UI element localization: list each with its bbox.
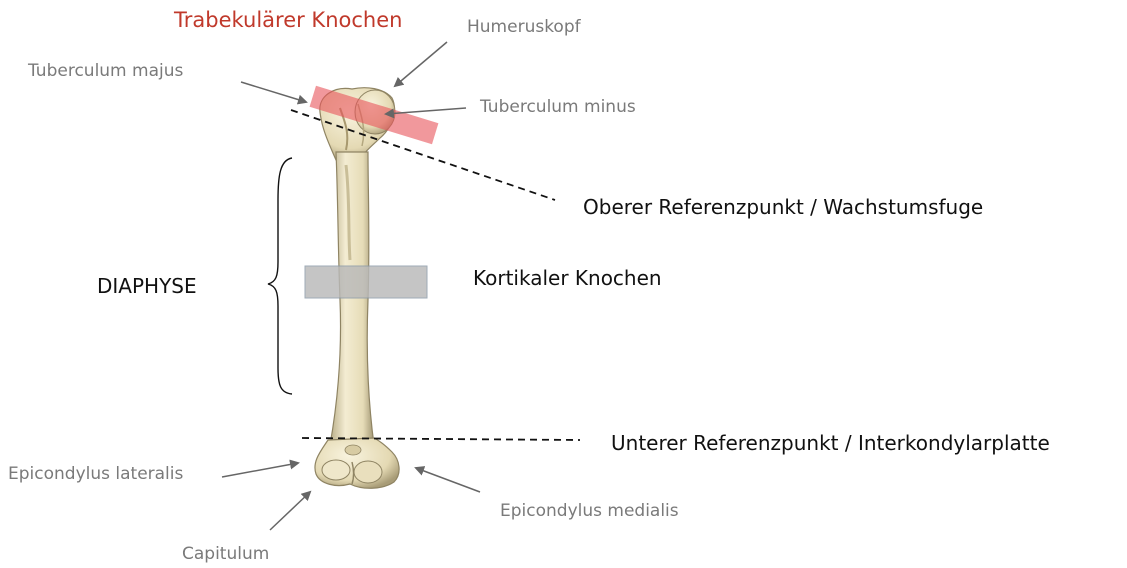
medial-epicondyle-label: Epicondylus medialis — [500, 503, 679, 520]
cortical-region-highlight — [305, 266, 427, 298]
upper-reference-label: Oberer Referenzpunkt / Wachstumsfuge — [583, 197, 983, 217]
humeral-head-arrow — [395, 42, 447, 86]
lower-reference-label: Unterer Referenzpunkt / Interkondylarpla… — [611, 433, 1050, 453]
lesser-tubercle-label: Tuberculum minus — [480, 99, 636, 116]
capitulum-arrow — [270, 492, 310, 530]
cortical-bone-label: Kortikaler Knochen — [473, 268, 662, 288]
medial-epicondyle-arrow — [416, 468, 480, 492]
capitulum-label: Capitulum — [182, 546, 269, 563]
greater-tubercle-label: Tuberculum majus — [28, 63, 183, 80]
diaphysis-label: DIAPHYSE — [97, 276, 197, 296]
lateral-epicondyle-arrow — [222, 463, 298, 477]
trabecular-bone-label: Trabekulärer Knochen — [174, 10, 402, 31]
humeral-head-label: Humeruskopf — [467, 19, 581, 36]
lateral-epicondyle-label: Epicondylus lateralis — [8, 466, 183, 483]
greater-tubercle-arrow — [241, 82, 306, 102]
diaphysis-brace — [268, 158, 292, 394]
